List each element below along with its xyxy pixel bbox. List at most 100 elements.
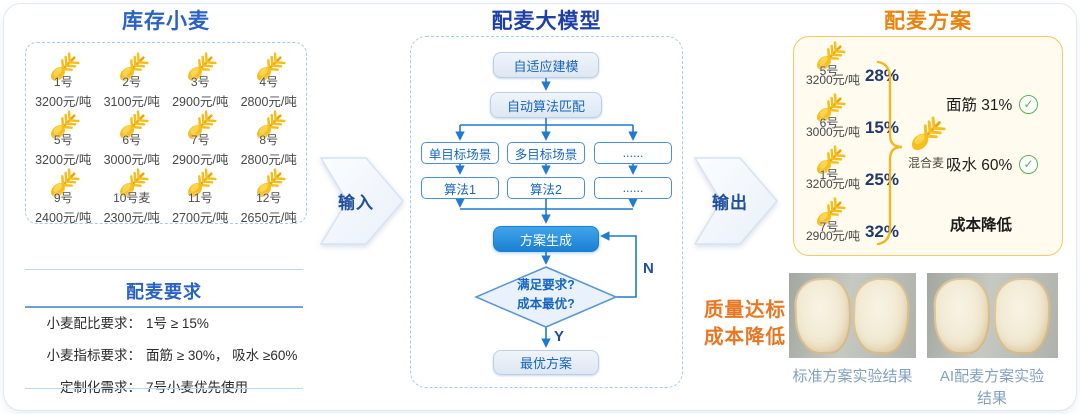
model-title: 配麦大模型 <box>491 10 602 33</box>
wheat-item: 8号 2800元/吨 <box>235 110 304 168</box>
wheat-name: 3号 <box>190 75 210 89</box>
wheat-name: 2号 <box>122 75 142 89</box>
brace-icon <box>876 60 903 246</box>
plan-title: 配麦方案 <box>884 10 972 33</box>
wheat-name: 1号 <box>53 75 73 89</box>
bread-slice <box>993 277 1051 355</box>
wheat-price: 2900元/吨 <box>172 95 229 109</box>
flow-step-label: 最优方案 <box>519 356 572 371</box>
wheat-item: 10号麦 2300元/吨 <box>98 168 167 226</box>
chevron-right-icon <box>320 157 404 245</box>
wheat-name: 6号 <box>819 116 839 130</box>
inventory-wheat-grid: 1号 3200元/吨 2号 3100元/吨 3号 2900元/吨 4号 2800… <box>27 48 305 225</box>
flow-step-label: 自动算法匹配 <box>506 98 585 114</box>
flow-algorithm-more: ...... <box>594 177 672 199</box>
input-arrow-label: 输入 <box>338 193 374 213</box>
result-cost-headline: 成本降低 <box>704 326 787 348</box>
bread-photo-ai <box>927 273 1058 358</box>
requirement-label: 定制化需求： <box>60 380 141 395</box>
flow-step-label: ...... <box>622 181 644 195</box>
wheat-item: 4号 2800元/吨 <box>235 52 304 110</box>
wheat-item: 5号 3200元/吨 <box>29 110 98 168</box>
requirement-value: 1号 ≥ 15% <box>146 316 209 331</box>
wheat-price: 3100元/吨 <box>103 95 160 109</box>
flow-algorithm-2: 算法2 <box>507 177 585 199</box>
flow-step-auto-matching: 自动算法匹配 <box>490 92 602 118</box>
metric-text: 面筋 31% <box>946 97 1013 114</box>
wheat-price: 2700元/吨 <box>172 211 229 225</box>
wheat-name: 11号 <box>188 191 213 205</box>
check-icon: ✓ <box>1019 94 1038 114</box>
flow-step-label: 多目标场景 <box>514 147 578 162</box>
wheat-price: 2900元/吨 <box>172 153 229 167</box>
branch-no-label: N <box>643 260 654 277</box>
wheat-price: 2900元/吨 <box>805 229 861 243</box>
plan-box <box>793 36 1063 256</box>
wheat-price: 3200元/吨 <box>35 95 92 109</box>
wheat-price: 2800元/吨 <box>240 153 297 167</box>
metric-text: 吸水 60% <box>946 157 1013 174</box>
wheat-item: 12号 2650元/吨 <box>235 168 304 226</box>
branch-yes-label: Y <box>554 328 565 345</box>
wheat-price: 3200元/吨 <box>35 153 92 167</box>
flow-step-label: 算法1 <box>444 182 476 197</box>
plan-item: 7号 2900元/吨 32% <box>801 201 899 243</box>
wheat-price: 3000元/吨 <box>103 153 160 167</box>
inventory-title: 库存小麦 <box>122 10 210 33</box>
wheat-name: 5号 <box>53 133 73 147</box>
plan-item: 1号 3200元/吨 25% <box>801 149 899 191</box>
flow-step-optimal-plan: 最优方案 <box>493 350 599 375</box>
wheat-name: 7号 <box>819 220 839 234</box>
wheat-name: 12号 <box>256 191 282 205</box>
wheat-price: 3000元/吨 <box>805 125 861 139</box>
wheat-name: 8号 <box>259 133 279 147</box>
requirements-title: 配麦要求 <box>126 282 202 302</box>
wheat-price: 3200元/吨 <box>805 73 861 87</box>
flow-step-label: 方案生成 <box>519 232 572 248</box>
wheat-item: 3号 2900元/吨 <box>166 52 235 110</box>
requirement-value: 7号小麦优先使用 <box>146 380 249 395</box>
check-icon: ✓ <box>1019 154 1038 174</box>
flow-algorithm-1: 算法1 <box>421 177 499 199</box>
flow-scenario-multi: 多目标场景 <box>507 142 585 164</box>
bread-photo-standard <box>789 273 916 358</box>
mixed-wheat-icon <box>903 116 949 156</box>
decision-diamond <box>474 266 618 328</box>
flow-step-label: ...... <box>622 146 644 160</box>
metric-gluten: 面筋 31% ✓ <box>946 93 1038 115</box>
output-arrow: 输出 <box>694 157 778 245</box>
inventory-dashed-box <box>25 42 307 224</box>
wheat-price: 2300元/吨 <box>103 211 160 225</box>
wheat-item: 9号 2400元/吨 <box>29 168 98 226</box>
flow-step-adaptive-modeling: 自适应建模 <box>493 52 599 78</box>
mixed-wheat-label: 混合麦 <box>907 156 944 170</box>
decision-text: 满足要求? 成本最优? <box>486 276 606 315</box>
cost-reduced-note: 成本降低 <box>950 217 1013 234</box>
flow-step-label: 单目标场景 <box>428 147 492 162</box>
flow-step-label: 算法2 <box>530 182 562 197</box>
wheat-name: 9号 <box>53 191 73 205</box>
flow-step-label: 自适应建模 <box>513 58 579 74</box>
divider <box>25 269 303 270</box>
wheat-price: 2400元/吨 <box>35 211 92 225</box>
model-dashed-box <box>410 36 683 388</box>
bread-slice <box>933 277 991 355</box>
divider <box>25 388 303 389</box>
caption-ai: AI配麦方案实验结果 <box>939 368 1045 407</box>
flow-step-generate-plan: 方案生成 <box>493 226 599 252</box>
wheat-item: 1号 3200元/吨 <box>29 52 98 110</box>
wheat-name: 7号 <box>190 133 210 147</box>
decision-line-2: 成本最优? <box>517 297 575 312</box>
input-arrow: 输入 <box>320 157 404 245</box>
wheat-name: 6号 <box>122 133 142 147</box>
requirement-value: 面筋 ≥ 30%， 吸水 ≥60% <box>146 348 298 363</box>
wheat-name: 5号 <box>819 64 839 78</box>
requirement-row: 小麦指标要求： 面筋 ≥ 30%， 吸水 ≥60% <box>25 344 311 364</box>
wheat-price: 2800元/吨 <box>240 95 297 109</box>
wheat-name: 4号 <box>259 75 279 89</box>
divider <box>25 306 303 308</box>
result-quality-headline: 质量达标 <box>704 299 787 321</box>
chevron-right-icon <box>694 157 778 245</box>
